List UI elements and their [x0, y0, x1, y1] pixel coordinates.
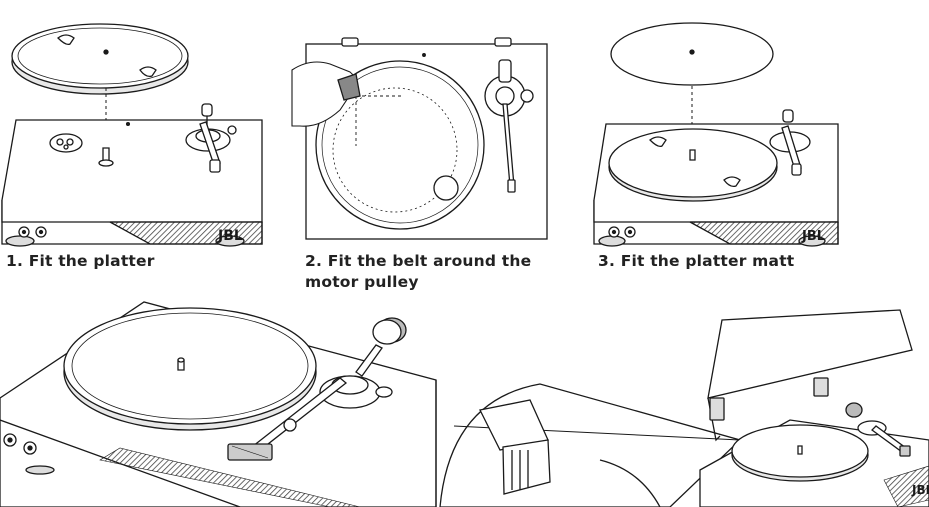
panel-fit-matt: [593, 22, 839, 247]
brand-mark-1: JBL: [217, 228, 243, 244]
step-3-caption: 3. Fit the platter matt: [598, 251, 858, 272]
step-2-number: 2.: [305, 252, 323, 270]
turntable-body-1: [1, 103, 263, 247]
hinge-zoom-detail: [439, 383, 742, 507]
step-2-caption: 2. Fit the belt around the motor pulley: [305, 251, 565, 293]
step-2-text: Fit the belt around the motor pulley: [305, 252, 532, 291]
step-3-number: 3.: [598, 252, 616, 270]
floating-platter: [11, 23, 189, 95]
panel-fit-belt: [291, 37, 548, 240]
turntable-with-lid: [699, 309, 929, 507]
step-1-caption: 1. Fit the platter: [6, 251, 246, 272]
step-1-text: Fit the platter: [28, 252, 155, 270]
step-3-text: Fit the platter matt: [620, 252, 795, 270]
turntable-perspective: [0, 301, 437, 507]
brand-mark-3: JBL: [801, 229, 825, 244]
panel-fit-platter: [1, 23, 263, 247]
step-1-number: 1.: [6, 252, 24, 270]
brand-mark-lid: JBL: [911, 483, 929, 497]
